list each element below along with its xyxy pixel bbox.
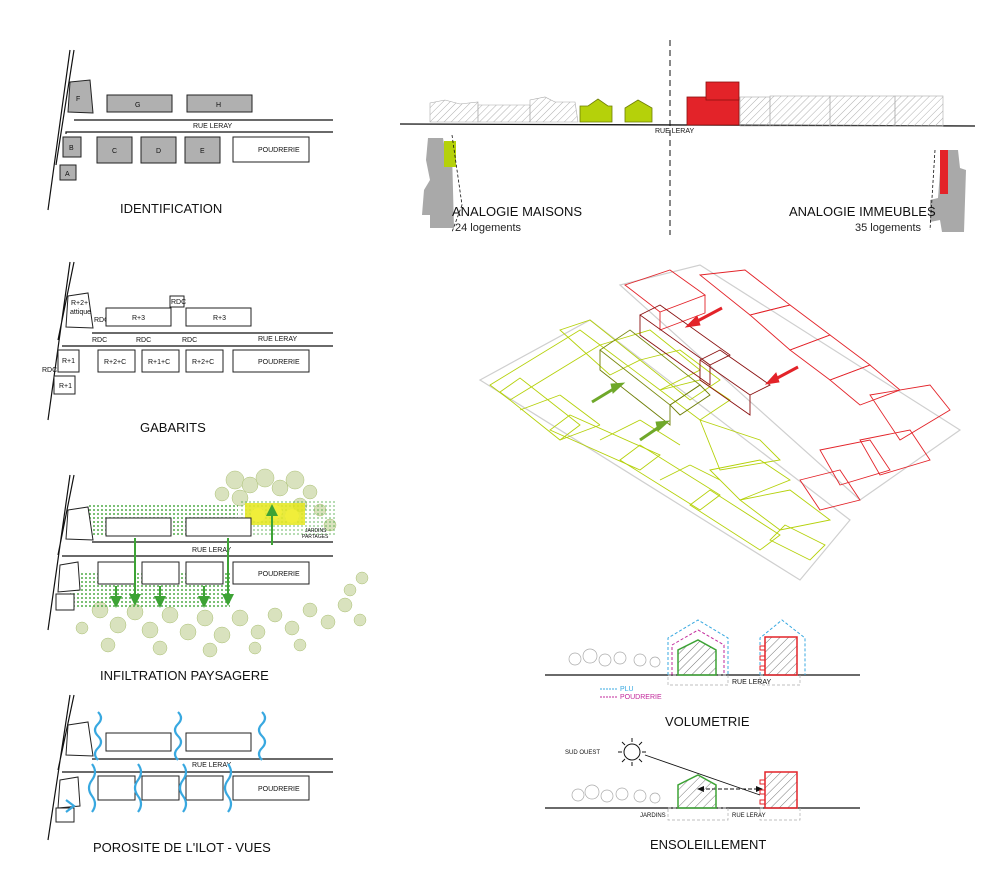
svg-text:PARTAGES: PARTAGES — [302, 534, 329, 540]
svg-text:POUDRERIE: POUDRERIE — [258, 359, 300, 366]
block-g: G — [106, 94, 173, 113]
houses-street-elevation — [429, 96, 653, 123]
analogie-immeubles-title: ANALOGIE IMMEUBLES — [789, 204, 936, 219]
gabarits-caption: GABARITS — [140, 420, 206, 435]
svg-text:D: D — [156, 148, 161, 155]
svg-text:attique: attique — [70, 309, 91, 316]
block-e: E — [184, 136, 221, 164]
svg-text:RUE LERAY: RUE LERAY — [258, 336, 297, 343]
infiltration-panel: JARDINS PARTAGES RUE LERAY POUDRERIE INF… — [47, 468, 369, 683]
svg-text:POUDRERIE: POUDRERIE — [258, 147, 300, 154]
volumetrie-panel: RUE LERAY PLU POUDRERIE VOLUMETRIE — [545, 619, 860, 729]
svg-text:RDC: RDC — [42, 367, 57, 374]
identification-caption: IDENTIFICATION — [120, 201, 222, 216]
identification-panel: F G H RUE LERAY B C D E POUDRERIE — [47, 49, 333, 216]
svg-text:SUD OUEST: SUD OUEST — [565, 750, 600, 756]
immeubles-plan — [929, 149, 966, 232]
svg-text:RUE LERAY: RUE LERAY — [655, 128, 694, 135]
svg-text:RUE LERAY: RUE LERAY — [732, 679, 771, 686]
buildings-volumes — [624, 269, 951, 511]
ensoleillement-trees — [571, 784, 661, 804]
svg-text:JARDINS: JARDINS — [640, 813, 666, 819]
analogie-panel: RUE LERAY ANALOGIE MAISONS 24 logements … — [399, 40, 976, 235]
porosite-panel: RUE LERAY POUDRERIE POROSITE DE L'ILOT -… — [47, 694, 333, 855]
block-d: D — [140, 136, 177, 164]
svg-text:R+3: R+3 — [132, 315, 145, 322]
svg-text:R+1: R+1 — [59, 383, 72, 390]
analogie-maisons-count: 24 logements — [455, 222, 522, 234]
ensoleillement-caption: ENSOLEILLEMENT — [650, 837, 766, 852]
ensoleillement-panel: SUD OUEST JARDINS RUE LERAY ENSOLEILLEME… — [545, 738, 860, 852]
block-c: C — [96, 136, 133, 164]
sun-icon — [618, 738, 646, 766]
legend-poudrerie: POUDRERIE — [620, 694, 662, 701]
svg-text:POUDRERIE: POUDRERIE — [258, 786, 300, 793]
infiltration-caption: INFILTRATION PAYSAGERE — [100, 668, 269, 683]
axonometric-view — [478, 264, 962, 581]
legend-plu: PLU — [620, 686, 634, 693]
svg-text:H: H — [216, 102, 221, 109]
svg-text:JARDINS: JARDINS — [305, 528, 327, 534]
buildings-street-elevation — [686, 81, 944, 127]
svg-text:A: A — [65, 171, 70, 178]
svg-text:C: C — [112, 148, 117, 155]
svg-text:E: E — [200, 148, 205, 155]
svg-text:F: F — [76, 96, 80, 103]
svg-text:R+2+C: R+2+C — [104, 359, 126, 366]
houses-plan — [422, 134, 463, 233]
block-h: H — [186, 94, 253, 113]
analogie-immeubles-count: 35 logements — [855, 222, 922, 234]
gabarits-panel: R+2+ attique RDC R+3 RDC R+3 RUE LERAY R… — [42, 261, 333, 435]
infiltration-arrows — [110, 504, 278, 608]
svg-text:R+3: R+3 — [213, 315, 226, 322]
block-poudrerie: POUDRERIE — [232, 136, 310, 163]
volumetrie-trees — [568, 648, 661, 668]
houses-main-axo — [599, 329, 711, 426]
svg-text:RDC: RDC — [182, 337, 197, 344]
orientation-arrows — [591, 306, 799, 442]
analogie-maisons-title: ANALOGIE MAISONS — [452, 204, 582, 219]
svg-text:RDC: RDC — [136, 337, 151, 344]
houses-volumes — [489, 319, 832, 561]
block-a: A — [59, 164, 77, 181]
svg-text:G: G — [135, 102, 140, 109]
street-label: RUE LERAY — [193, 123, 232, 130]
block-f: F — [67, 79, 94, 114]
porosite-caption: POROSITE DE L'ILOT - VUES — [93, 840, 271, 855]
svg-text:B: B — [69, 145, 74, 152]
svg-text:RUE LERAY: RUE LERAY — [192, 762, 231, 769]
svg-text:R+1+C: R+1+C — [148, 359, 170, 366]
svg-text:RDC: RDC — [171, 299, 186, 306]
porosity-view-lines — [65, 711, 267, 813]
svg-text:R+2+C: R+2+C — [192, 359, 214, 366]
block-b: B — [62, 136, 82, 158]
svg-text:POUDRERIE: POUDRERIE — [258, 571, 300, 578]
svg-text:RDC: RDC — [92, 337, 107, 344]
buildings-main-axo — [639, 304, 771, 416]
svg-text:RUE LERAY: RUE LERAY — [192, 547, 231, 554]
svg-text:RDC: RDC — [94, 317, 109, 324]
svg-text:R+1: R+1 — [62, 358, 75, 365]
volumetrie-caption: VOLUMETRIE — [665, 714, 750, 729]
svg-text:R+2+: R+2+ — [71, 300, 88, 307]
svg-text:RUE LERAY: RUE LERAY — [732, 813, 766, 819]
